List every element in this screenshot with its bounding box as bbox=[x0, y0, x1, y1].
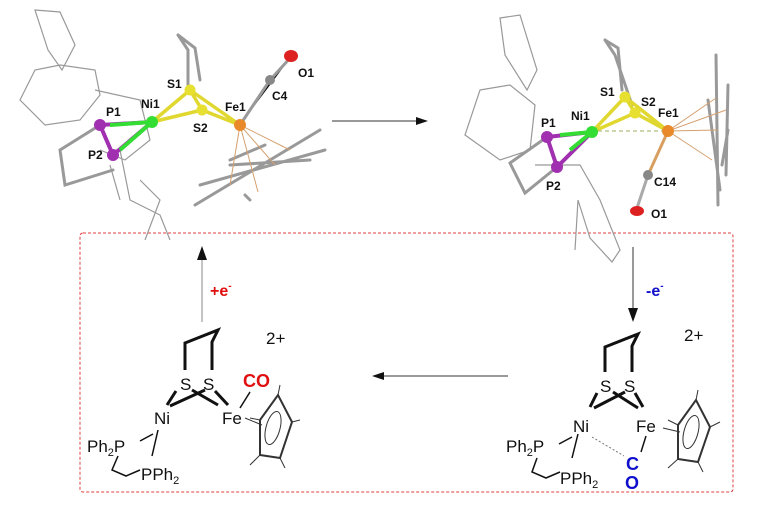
atom-s2 bbox=[629, 107, 641, 119]
atom-c14 bbox=[643, 170, 653, 180]
label-ni1: Ni1 bbox=[141, 97, 160, 111]
co-oxygen: O bbox=[625, 473, 639, 493]
atom-p2 bbox=[107, 149, 119, 161]
label-fe1: Fe1 bbox=[225, 100, 246, 114]
label-s1: S1 bbox=[600, 85, 615, 99]
atom-s: S bbox=[180, 375, 191, 394]
charge-label: 2+ bbox=[266, 329, 285, 348]
arrow-right bbox=[332, 117, 428, 125]
crystal-structure-left: P1 P2 Ni1 S1 S2 Fe1 C4 O1 bbox=[19, 9, 327, 241]
atom-s: S bbox=[600, 377, 611, 396]
atom-p1 bbox=[541, 131, 553, 143]
label-p1: P1 bbox=[541, 116, 556, 130]
label-s2: S2 bbox=[641, 95, 656, 109]
atom-fe1 bbox=[662, 125, 674, 137]
label-c14: C14 bbox=[654, 175, 676, 189]
scheme-left-complex: +e- 2+ S S Ni Fe Ph2P PPh2 CO bbox=[87, 246, 301, 487]
scheme-box bbox=[79, 232, 734, 493]
co-carbon: C bbox=[626, 454, 639, 474]
label-c4: C4 bbox=[272, 89, 288, 103]
label-s1: S1 bbox=[167, 77, 182, 91]
arrow-left bbox=[372, 372, 508, 380]
label-s2: S2 bbox=[193, 121, 208, 135]
scheme-right-complex: -e- 2+ S S Ni Fe Ph2P PPh2 C O bbox=[506, 247, 721, 493]
atom-s: S bbox=[624, 377, 635, 396]
atom-c4 bbox=[265, 75, 275, 85]
atom-o1 bbox=[284, 50, 298, 62]
atom-fe: Fe bbox=[636, 417, 656, 436]
cp-star-ring-icon bbox=[662, 389, 721, 473]
ph2p-group: Ph2P bbox=[87, 437, 125, 459]
atom-ni1 bbox=[146, 116, 158, 128]
atom-fe1 bbox=[234, 119, 246, 131]
charge-label: 2+ bbox=[684, 326, 703, 345]
ph2p-group: Ph2P bbox=[506, 437, 544, 459]
label-p2: P2 bbox=[546, 179, 561, 193]
co-ligand: CO bbox=[243, 371, 270, 391]
atom-p2 bbox=[551, 161, 563, 173]
atom-s1 bbox=[619, 91, 631, 103]
atom-s1 bbox=[184, 84, 196, 96]
cp-star-ring-icon bbox=[244, 384, 301, 469]
label-fe1: Fe1 bbox=[658, 106, 679, 120]
label-p1: P1 bbox=[106, 105, 121, 119]
atom-ni1 bbox=[586, 126, 598, 138]
atom-ni: Ni bbox=[154, 409, 170, 428]
atom-fe: Fe bbox=[222, 409, 242, 428]
reduction-label: +e- bbox=[210, 281, 232, 300]
label-o1: O1 bbox=[298, 66, 314, 80]
pph2-group: PPh2 bbox=[560, 469, 598, 491]
oxidation-label: -e- bbox=[646, 281, 664, 300]
atom-ni: Ni bbox=[573, 417, 589, 436]
pph2-group: PPh2 bbox=[141, 465, 179, 487]
label-p2: P2 bbox=[88, 148, 103, 162]
atom-s: S bbox=[203, 375, 214, 394]
atom-s2 bbox=[196, 104, 208, 116]
label-ni1: Ni1 bbox=[571, 109, 590, 123]
atom-p1 bbox=[94, 119, 106, 131]
crystal-structure-right: P1 P2 Ni1 S1 S2 Fe1 C14 O1 bbox=[464, 14, 730, 263]
label-o1: O1 bbox=[651, 207, 667, 221]
atom-o1 bbox=[630, 206, 644, 216]
